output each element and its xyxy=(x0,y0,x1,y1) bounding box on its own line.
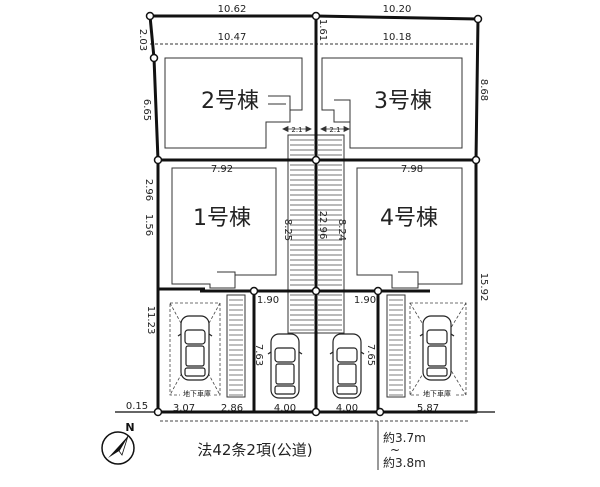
road-width-sep: ~ xyxy=(390,443,400,457)
building-outline-1 xyxy=(171,167,277,289)
road-label: 法42条2項(公道) xyxy=(197,441,312,459)
building-outline-4 xyxy=(356,167,463,289)
dim-passage-left-len: 8.25 xyxy=(282,219,293,241)
dim-passage-left: 2.1 xyxy=(291,126,302,134)
survey-point xyxy=(471,155,481,165)
underground-label-left: 地下車庫 xyxy=(183,389,211,398)
survey-point xyxy=(373,286,383,296)
dim-parking-right-width: 1.90 xyxy=(354,295,376,306)
survey-point xyxy=(473,14,483,24)
survey-point xyxy=(311,407,321,417)
dim-parking-left-len: 7.63 xyxy=(253,344,264,366)
dim-left-small: 1.56 xyxy=(143,214,154,236)
stair-right xyxy=(386,294,406,398)
building-2-label: 2号棟 xyxy=(201,89,259,114)
road-width-top: 約3.7m xyxy=(383,430,426,445)
road-width-bottom: 約3.8m xyxy=(383,455,426,470)
dim-bottom-e: 5.87 xyxy=(417,403,439,414)
dim-right-lower: 15.92 xyxy=(478,273,489,302)
dim-center-setback-depth: 1.61 xyxy=(317,19,328,41)
dim-parking-left-width: 1.90 xyxy=(257,295,279,306)
underground-label-right: 地下車庫 xyxy=(423,389,451,398)
dim-passage-right: 2.1 xyxy=(329,126,340,134)
north-label: N xyxy=(125,421,134,434)
dim-bottom-a: 3.07 xyxy=(173,403,195,414)
dim-parking-right-len: 7.65 xyxy=(365,344,376,366)
dim-passage-center-len: 22.96 xyxy=(317,211,328,240)
building-3-label: 3号棟 xyxy=(374,89,432,114)
building-outline-3 xyxy=(321,57,463,149)
car-icon xyxy=(329,333,365,399)
survey-point xyxy=(311,11,321,21)
building-outline-2 xyxy=(164,57,303,149)
dim-left-lower: 11.23 xyxy=(145,306,156,335)
survey-point xyxy=(311,155,321,165)
dim-setback-left: 10.47 xyxy=(218,32,247,43)
car-icon xyxy=(177,315,213,381)
dim-top-right: 10.20 xyxy=(383,4,412,15)
dim-bottom-d: 4.00 xyxy=(336,403,358,414)
stair-left xyxy=(226,294,246,398)
survey-point xyxy=(311,286,321,296)
building-4-label: 4号棟 xyxy=(380,206,438,231)
dim-left-upper: 6.65 xyxy=(141,99,152,121)
survey-points xyxy=(145,11,483,417)
survey-point xyxy=(153,407,163,417)
car-icon xyxy=(267,333,303,399)
survey-point xyxy=(145,11,155,21)
building-1-label: 1号棟 xyxy=(193,206,251,231)
dim-mid-left: 7.92 xyxy=(211,164,233,175)
car-icon xyxy=(419,315,455,381)
survey-point xyxy=(249,286,259,296)
passage-width-arrows xyxy=(282,125,350,133)
survey-point xyxy=(149,53,159,63)
survey-point xyxy=(375,407,385,417)
dim-passage-right-len: 8.24 xyxy=(336,219,347,241)
dim-corner-offset: 0.15 xyxy=(126,401,148,412)
north-compass: N xyxy=(101,421,135,465)
dim-left-mid: 2.96 xyxy=(143,179,154,201)
dim-setback-right: 10.18 xyxy=(383,32,412,43)
dim-left-setback-depth: 2.03 xyxy=(137,29,148,51)
dim-top-left: 10.62 xyxy=(218,4,247,15)
dim-bottom-b: 2.86 xyxy=(221,403,243,414)
dim-mid-right: 7.98 xyxy=(401,164,423,175)
dim-bottom-c: 4.00 xyxy=(274,403,296,414)
survey-point xyxy=(153,155,163,165)
dim-right-upper: 8.68 xyxy=(478,79,489,101)
